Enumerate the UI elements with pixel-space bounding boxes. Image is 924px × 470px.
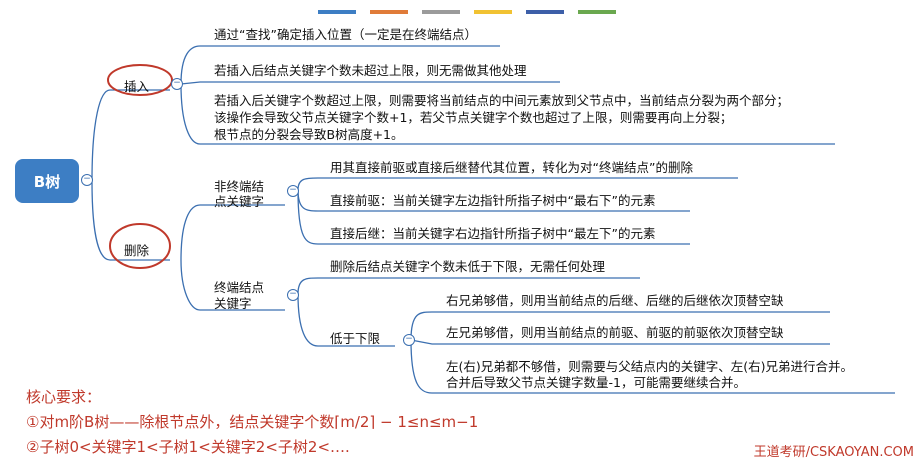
color-bar-3	[422, 10, 460, 14]
below-item-1: 右兄弟够借，则用当前结点的后继、后继的后继依次顶替空缺	[446, 293, 784, 308]
collapse-icon[interactable]: −	[287, 289, 299, 301]
insert-item-1: 通过“查找”确定插入位置（一定是在终端结点）	[214, 27, 477, 42]
insert-item-3: 若插入后关键字个数超过上限，则需要将当前结点的中间元素放到父节点中，当前结点分裂…	[214, 93, 790, 108]
root-node[interactable]: B树	[15, 159, 79, 203]
nonleaf-label-line2: 点关键字	[214, 194, 265, 209]
color-bar-6	[578, 10, 616, 14]
below-threshold-node: 低于下限	[330, 331, 381, 346]
delete-node[interactable]: 删除	[124, 243, 150, 258]
below-item-3: 左(右)兄弟都不够借，则需要与父结点内的关键字、左(右)兄弟进行合并。	[446, 359, 854, 374]
leaf-item-1: 删除后结点关键字个数未低于下限，无需任何处理	[330, 259, 606, 274]
watermark: 王道考研/CSKAOYAN.COM	[753, 445, 914, 460]
color-bar-5	[526, 10, 564, 14]
collapse-icon[interactable]: −	[81, 174, 93, 186]
insert-item-4: 该操作会导致父节点关键字个数+1，若父节点关键字个数也超过了上限，则需要再向上分…	[214, 110, 733, 125]
collapse-icon[interactable]: −	[287, 185, 299, 197]
nonleaf-label-line1: 非终端结	[214, 179, 265, 194]
color-bar-1	[318, 10, 356, 14]
leaf-label-line2: 关键字	[214, 296, 252, 311]
color-bar-4	[474, 10, 512, 14]
requirements-title: 核心要求：	[26, 388, 102, 406]
nonleaf-item-3: 直接后继：当前关键字右边指针所指子树中“最左下”的元素	[330, 226, 656, 241]
collapse-icon[interactable]: −	[171, 78, 183, 90]
insert-item-5: 根节点的分裂会导致B树高度+1。	[214, 127, 404, 142]
color-bar-2	[370, 10, 408, 14]
nonleaf-item-2: 直接前驱：当前关键字左边指针所指子树中“最右下”的元素	[330, 193, 656, 208]
below-item-4: 合并后导致父节点关键字数量-1，可能需要继续合并。	[446, 375, 746, 390]
leaf-label-line1: 终端结点	[214, 280, 265, 295]
insert-item-2: 若插入后结点关键字个数未超过上限，则无需做其他处理	[214, 63, 527, 78]
requirement-1: ①对m阶B树——除根节点外，结点关键字个数⌈m/2⌉ − 1≤n≤m−1	[26, 413, 479, 431]
requirement-2: ②子树0<关键字1<子树1<关键字2<子树2<….	[26, 438, 350, 456]
below-item-2: 左兄弟够借，则用当前结点的前驱、前驱的前驱依次顶替空缺	[446, 325, 784, 340]
collapse-icon[interactable]: −	[403, 334, 415, 346]
insert-node[interactable]: 插入	[124, 79, 150, 94]
nonleaf-item-1: 用其直接前驱或直接后继替代其位置，转化为对“终端结点”的删除	[330, 160, 693, 175]
